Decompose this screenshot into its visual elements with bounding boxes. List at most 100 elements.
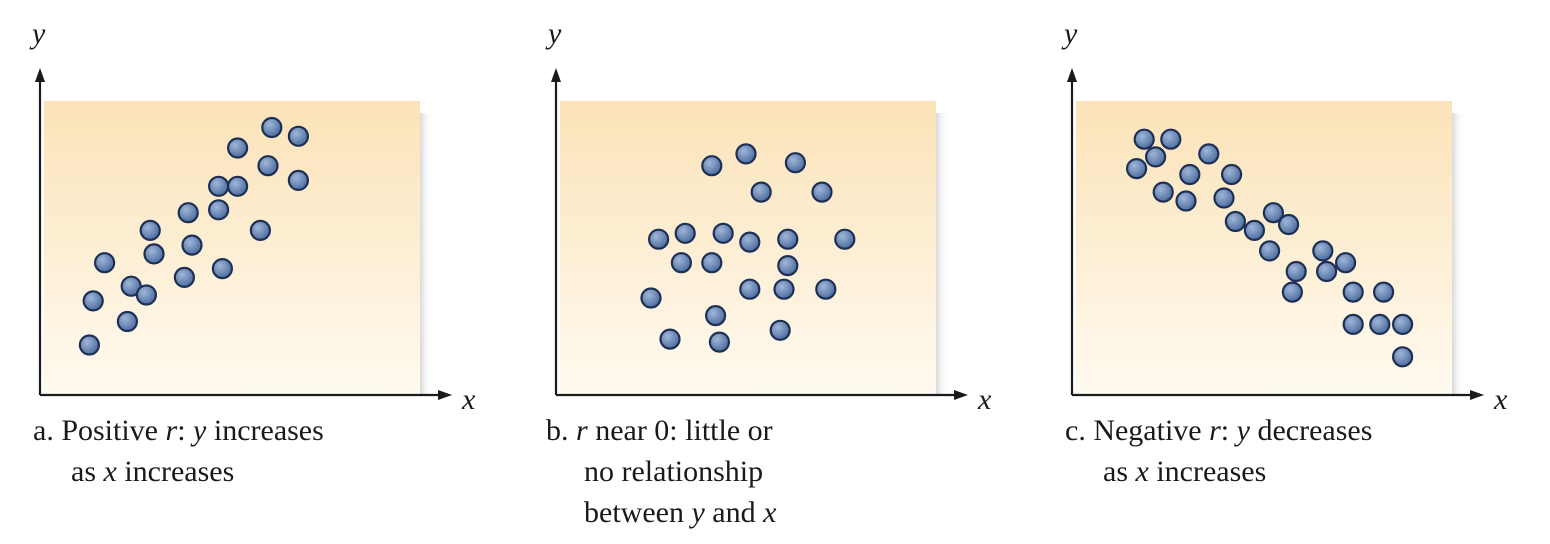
data-point-b-13: [739, 231, 761, 253]
data-point-c-20: [1335, 252, 1357, 274]
data-point-a-5: [116, 310, 139, 333]
caption-text: increases: [206, 414, 324, 447]
data-point-a-19: [261, 116, 283, 139]
y-axis-label: y: [545, 17, 562, 50]
data-point-a-3: [93, 252, 116, 274]
x-axis-arrow-icon: [1470, 390, 1484, 400]
data-point-a-16: [227, 175, 249, 197]
scatter-plot-a: yx: [29, 17, 476, 416]
data-point-b-17: [777, 255, 799, 277]
caption-text: y: [691, 496, 705, 529]
data-point-c-15: [1278, 213, 1300, 236]
caption-text: increases: [116, 455, 235, 488]
caption-line: between y and x: [546, 492, 776, 533]
plot-shadow: [1452, 113, 1464, 395]
data-point-b-22: [834, 228, 856, 250]
data-point-b-20: [811, 181, 833, 203]
x-axis-label: x: [1493, 383, 1508, 416]
plot-shadow: [420, 113, 432, 395]
data-point-c-12: [1243, 219, 1265, 241]
caption-text: :: [1220, 414, 1237, 447]
caption-text: a. Positive: [33, 414, 166, 447]
data-point-a-8: [135, 284, 157, 306]
x-axis-label: x: [461, 383, 476, 416]
plot-shadow: [936, 113, 948, 395]
data-point-b-7: [701, 252, 723, 274]
caption-text: increases: [1148, 455, 1267, 488]
data-point-a-15: [227, 137, 249, 159]
caption-text: x: [103, 455, 117, 488]
data-point-c-18: [1312, 240, 1334, 262]
data-point-a-17: [249, 219, 271, 241]
data-point-c-1: [1125, 158, 1148, 180]
data-point-c-24: [1373, 281, 1395, 303]
data-point-c-25: [1392, 313, 1414, 335]
data-point-b-5: [674, 222, 696, 244]
data-point-c-9: [1213, 187, 1235, 209]
data-point-b-21: [815, 278, 837, 300]
caption-text: y: [193, 414, 207, 447]
caption-text: and: [704, 496, 764, 529]
data-point-b-10: [712, 222, 734, 244]
data-point-c-7: [1179, 163, 1201, 186]
caption-line: c. Negative r: y decreases: [1065, 410, 1372, 451]
data-point-c-4: [1152, 181, 1174, 203]
data-point-c-21: [1342, 281, 1364, 303]
data-point-c-23: [1369, 313, 1391, 335]
data-point-c-14: [1262, 202, 1284, 224]
caption-text: r: [576, 414, 588, 447]
data-point-c-17: [1285, 260, 1307, 283]
data-point-a-14: [211, 258, 233, 280]
x-axis-arrow-icon: [438, 390, 452, 400]
scatter-plot-c: yx: [1061, 17, 1508, 416]
y-axis-arrow-icon: [35, 68, 45, 82]
caption-text: :: [177, 414, 194, 447]
data-point-a-2: [82, 290, 104, 312]
data-point-c-11: [1224, 210, 1246, 233]
data-point-b-18: [773, 278, 795, 300]
data-point-c-2: [1133, 128, 1155, 150]
data-point-b-1: [640, 287, 662, 309]
data-point-b-19: [784, 152, 806, 174]
data-point-a-7: [143, 243, 165, 265]
y-axis-label: y: [1061, 17, 1078, 50]
caption-text: x: [763, 496, 777, 529]
data-point-c-22: [1342, 313, 1364, 335]
y-axis-arrow-icon: [1067, 68, 1077, 82]
caption-b: b. r near 0: little or no relationship bet…: [546, 410, 776, 533]
data-point-b-6: [701, 155, 723, 177]
data-point-a-12: [208, 175, 230, 197]
data-point-b-4: [670, 252, 692, 274]
data-point-b-12: [739, 278, 761, 300]
caption-line: a. Positive r: y increases: [33, 410, 324, 451]
caption-line: b. r near 0: little or: [546, 410, 776, 451]
caption-text: r: [1209, 414, 1221, 447]
data-point-a-10: [173, 266, 195, 288]
caption-text: c. Negative: [1065, 414, 1210, 447]
caption-text: r: [165, 414, 178, 447]
data-point-c-16: [1281, 281, 1303, 303]
chart-panel-b: y x b. r near 0: little or no relationship…: [516, 0, 1032, 544]
data-point-b-11: [735, 143, 757, 165]
data-point-a-13: [208, 199, 230, 221]
data-point-a-9: [177, 202, 199, 224]
data-point-c-19: [1316, 260, 1338, 283]
y-axis-label: y: [29, 17, 46, 50]
data-point-a-1: [78, 334, 101, 356]
caption-text: no relationship: [584, 455, 764, 488]
data-point-c-26: [1392, 346, 1414, 368]
caption-text: b.: [546, 414, 576, 447]
data-point-c-3: [1144, 146, 1167, 168]
data-point-b-2: [648, 228, 670, 250]
caption-line: as x increases: [1065, 451, 1372, 492]
data-point-b-16: [777, 228, 799, 250]
caption-line: as x increases: [33, 451, 324, 492]
caption-text: as: [71, 455, 104, 488]
y-axis-arrow-icon: [551, 68, 561, 82]
data-point-c-8: [1198, 143, 1220, 165]
caption-text: as: [1103, 455, 1136, 488]
